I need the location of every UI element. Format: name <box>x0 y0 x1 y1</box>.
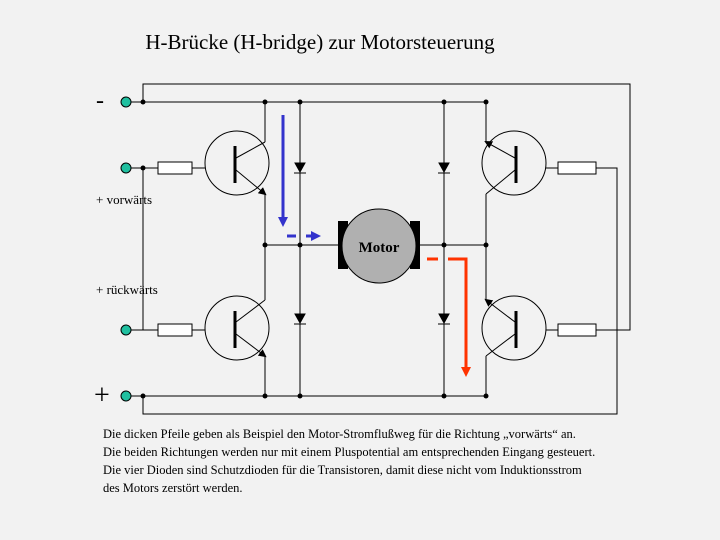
backward-input-label: + rückwärts <box>96 282 158 297</box>
transistor-right-top <box>481 130 547 196</box>
motor-body <box>341 208 417 284</box>
transistors <box>204 130 547 361</box>
backward-terminal <box>120 324 132 336</box>
diode-right-top <box>438 162 450 174</box>
diode-left-bottom <box>294 313 306 325</box>
motor-label: Motor <box>359 240 400 256</box>
plus-terminal-label: + <box>94 380 110 411</box>
resistor-right-bottom <box>557 323 597 337</box>
forward-input-label: + vorwärts <box>96 192 153 207</box>
forward-terminal <box>120 162 132 174</box>
red-arrow-down <box>448 257 471 377</box>
caption-line: des Motors zerstört werden. <box>103 481 243 495</box>
transistor-right-bottom <box>481 295 547 361</box>
transistor-left-bottom <box>204 295 270 361</box>
resistor-right-top <box>557 161 597 175</box>
resistor-left-bottom <box>157 323 193 337</box>
caption-line: Die dicken Pfeile geben als Beispiel den… <box>103 427 576 441</box>
diagram-title: H-Brücke (H-bridge) zur Motorsteuerung <box>145 30 495 54</box>
diode-left-top <box>294 162 306 174</box>
caption-line: Die beiden Richtungen werden nur mit ein… <box>103 445 596 459</box>
diode-right-bottom <box>438 313 450 325</box>
transistor-left-top <box>204 130 270 196</box>
motor: Motor <box>338 208 420 284</box>
current-arrows <box>278 115 471 377</box>
minus-terminal-label: - <box>96 88 104 114</box>
resistors <box>157 161 597 337</box>
terminals <box>120 96 132 402</box>
caption-line: Die vier Dioden sind Schutzdioden für di… <box>103 463 582 477</box>
junction-dots <box>140 99 489 399</box>
plus-terminal <box>120 390 132 402</box>
diodes <box>294 162 450 325</box>
resistor-left-top <box>157 161 193 175</box>
minus-terminal <box>120 96 132 108</box>
caption: Die dicken Pfeile geben als Beispiel den… <box>103 425 703 497</box>
